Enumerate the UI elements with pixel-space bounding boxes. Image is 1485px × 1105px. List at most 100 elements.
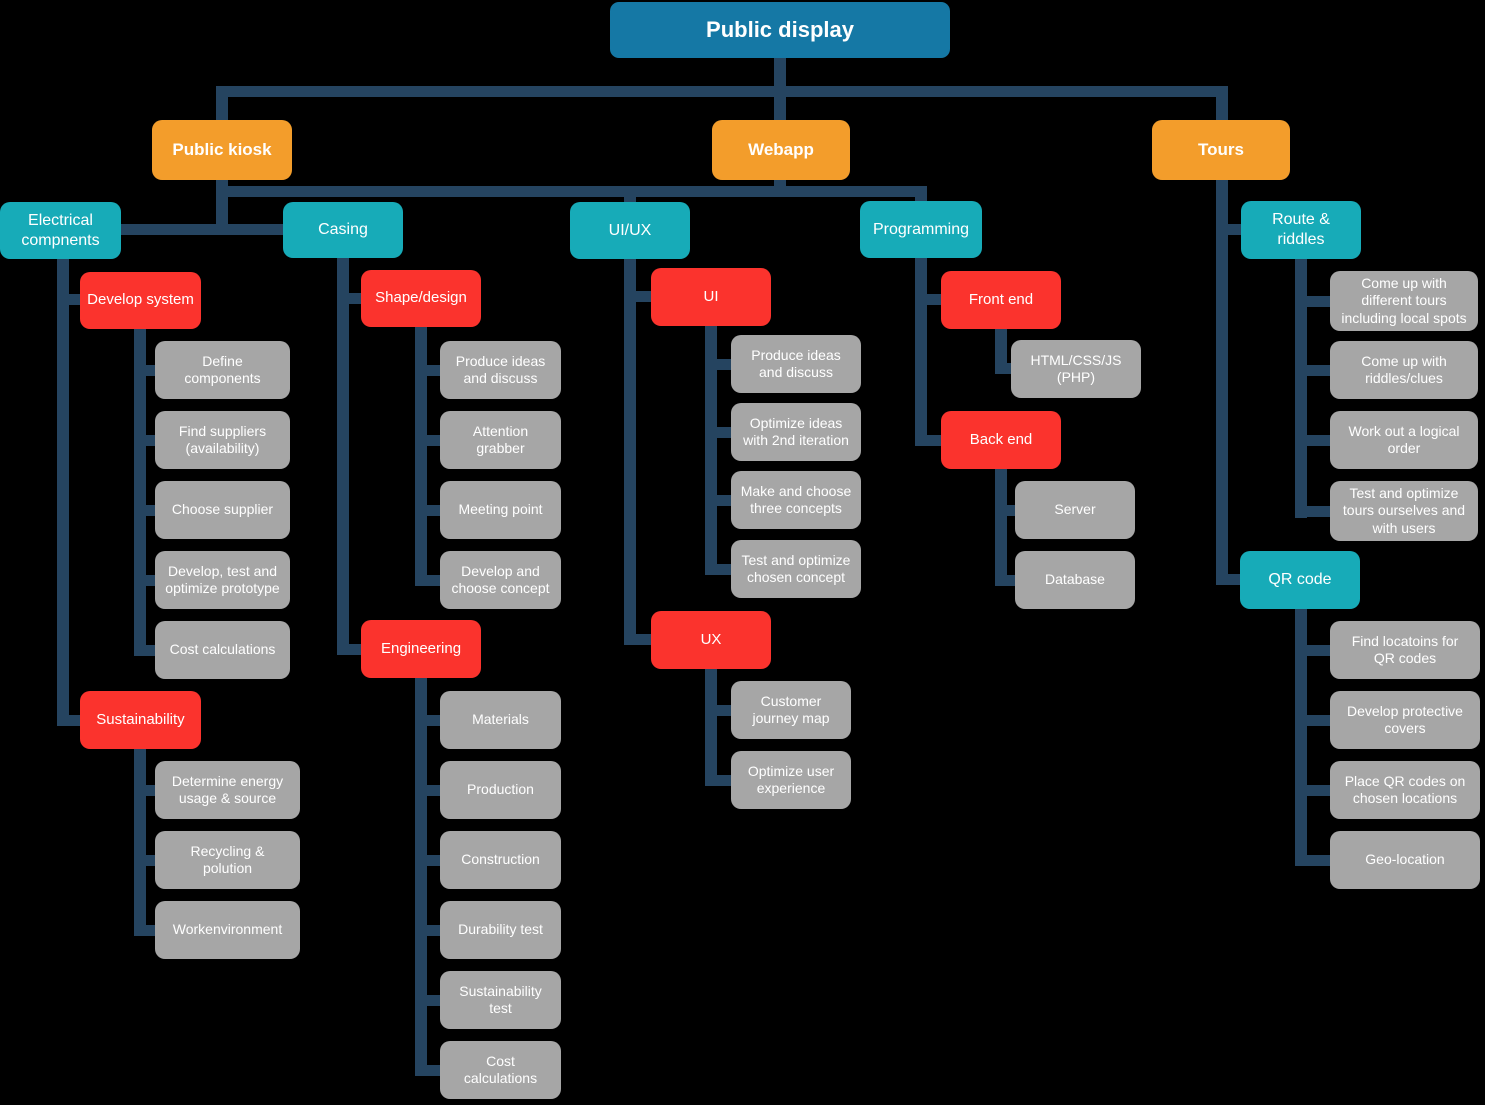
connector-stub (1007, 575, 1015, 586)
node-make-choose-three-concepts: Make and choose three concepts (731, 471, 861, 529)
node-cost-calculations-engineering: Cost calculations (440, 1041, 561, 1099)
node-cost-calculations-system: Cost calculations (155, 621, 290, 679)
connector-stub (146, 575, 155, 586)
node-workenvironment: Workenvironment (155, 901, 300, 959)
connector-backend-stub (927, 435, 941, 446)
connector-ux-trunk (705, 668, 717, 786)
connector-frontend-stub (927, 294, 941, 305)
connector-route-stub (1228, 224, 1241, 235)
connector-stub (427, 575, 440, 586)
connector-stub (1307, 435, 1330, 446)
connector-root-drop (774, 58, 786, 88)
connector-electrical-casing (121, 224, 283, 235)
connector-webapp-bus (222, 186, 927, 197)
connector-stub (146, 435, 155, 446)
node-engineering: Engineering (361, 620, 481, 678)
connector-stub (427, 925, 440, 936)
node-route-riddles: Route & riddles (1241, 201, 1361, 259)
connector-stub (1307, 855, 1330, 866)
connector-tours-drop (1216, 86, 1228, 122)
connector-stub (717, 775, 731, 786)
connector-webapp-drop (774, 86, 786, 122)
connector-engineering-stub (349, 644, 361, 655)
node-sustainability-test: Sustainability test (440, 971, 561, 1029)
node-develop-test-optimize-prototype: Develop, test and optimize prototype (155, 551, 290, 609)
node-casing: Casing (283, 202, 403, 258)
connector-qr-trunk (1295, 608, 1307, 866)
node-develop-system: Develop system (80, 272, 201, 329)
connector-stub (146, 785, 155, 796)
node-database: Database (1015, 551, 1135, 609)
node-test-optimize-chosen-concept: Test and optimize chosen concept (731, 540, 861, 598)
connector-sustainability-trunk (134, 748, 146, 936)
connector-stub (427, 505, 440, 516)
node-test-optimize-tours: Test and optimize tours ourselves and wi… (1330, 481, 1478, 541)
connector-uiux-trunk (624, 258, 636, 645)
node-ux: UX (651, 611, 771, 669)
connector-stub (427, 365, 440, 376)
connector-stub (146, 925, 155, 936)
connector-ui-stub (636, 291, 651, 302)
connector-stub (717, 359, 731, 370)
connector-stub (1007, 505, 1015, 516)
connector-engineering-trunk (415, 677, 427, 1076)
connector-qr-stub (1228, 574, 1240, 585)
connector-stub (717, 427, 731, 438)
connector-shape-stub (349, 293, 361, 304)
node-ui: UI (651, 268, 771, 326)
node-attention-grabber: Attention grabber (440, 411, 561, 469)
connector-tours-trunk (1216, 178, 1228, 585)
node-qr-code: QR code (1240, 551, 1360, 609)
connector-develop-system-trunk (134, 328, 146, 656)
node-shape-design: Shape/design (361, 270, 481, 327)
node-ui-ux: UI/UX (570, 202, 690, 259)
connector-stub (427, 995, 440, 1006)
node-optimize-ideas-2nd: Optimize ideas with 2nd iteration (731, 403, 861, 461)
node-construction: Construction (440, 831, 561, 889)
node-server: Server (1015, 481, 1135, 539)
node-come-up-riddles-clues: Come up with riddles/clues (1330, 341, 1478, 399)
node-define-components: Define components (155, 341, 290, 399)
node-determine-energy: Determine energy usage & source (155, 761, 300, 819)
connector-stub (427, 785, 440, 796)
node-customer-journey-map: Customer journey map (731, 681, 851, 739)
node-public-kiosk: Public kiosk (152, 120, 292, 180)
connector-uiux-drop (624, 197, 636, 203)
connector-stub (146, 855, 155, 866)
node-front-end: Front end (941, 271, 1061, 329)
connector-stub (427, 435, 440, 446)
connector-stub (146, 505, 155, 516)
connector-route-trunk (1295, 258, 1307, 518)
connector-backend-trunk (995, 468, 1007, 586)
connector-level1-bus (216, 86, 1228, 97)
node-back-end: Back end (941, 411, 1061, 469)
node-electrical-compnents: Electrical compnents (0, 202, 121, 259)
connector-stub (1007, 363, 1011, 374)
node-find-suppliers: Find suppliers (availability) (155, 411, 290, 469)
node-find-locations-qr: Find locatoins for QR codes (1330, 621, 1480, 679)
node-develop-choose-concept: Develop and choose concept (440, 551, 561, 609)
connector-stub (427, 1065, 440, 1076)
connector-sustainability-stub (69, 715, 80, 726)
connector-ux-stub (636, 634, 651, 645)
node-geo-location: Geo-location (1330, 831, 1480, 889)
connector-programming-drop (915, 186, 927, 202)
node-work-out-logical-order: Work out a logical order (1330, 411, 1478, 469)
node-recycling-polution: Recycling & polution (155, 831, 300, 889)
connector-stub (1307, 715, 1330, 726)
node-html-css-js-php: HTML/CSS/JS (PHP) (1011, 340, 1141, 398)
node-durability-test: Durability test (440, 901, 561, 959)
connector-develop-system-stub (69, 294, 80, 305)
connector-casing-trunk (337, 258, 349, 655)
node-sustainability: Sustainability (80, 691, 201, 749)
connector-programming-trunk (915, 257, 927, 446)
node-production: Production (440, 761, 561, 819)
node-come-up-different-tours: Come up with different tours including l… (1330, 271, 1478, 331)
connector-stub (1307, 506, 1330, 517)
connector-stub (427, 855, 440, 866)
node-produce-ideas-ui: Produce ideas and discuss (731, 335, 861, 393)
node-produce-ideas-casing: Produce ideas and discuss (440, 341, 561, 399)
connector-stub (146, 365, 155, 376)
connector-shape-trunk (415, 326, 427, 586)
